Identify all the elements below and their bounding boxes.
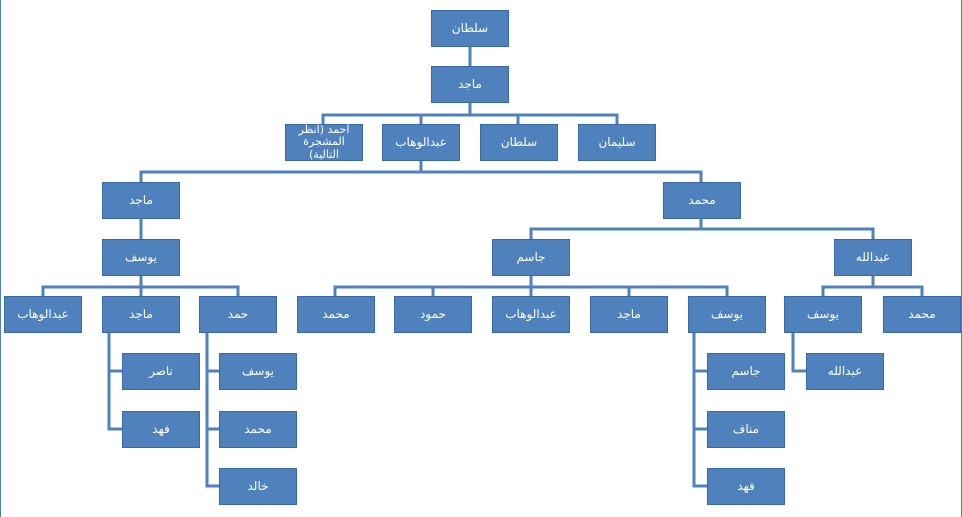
node-left-fahad: فهد <box>122 411 200 448</box>
node-level1: ماجد <box>431 66 509 103</box>
node-yusuf-manaf: مناف <box>707 411 785 448</box>
node-jasim-majid: ماجد <box>590 296 668 333</box>
node-abdullah-muhammad: محمد <box>883 296 961 333</box>
node-level2-sultan: سلطان <box>480 124 558 161</box>
node-jasim-hamud: حمود <box>394 296 472 333</box>
node-left-majid: ماجد <box>102 182 180 219</box>
node-level2-ahmad: أحمد (انظر المشجرة التالية) <box>285 124 363 161</box>
node-jasim-muhammad: محمد <box>297 296 375 333</box>
node-left-nasser: ناصر <box>122 353 200 390</box>
node-jasim-abdulwahhab: عبدالوهاب <box>492 296 570 333</box>
node-right-abdullah: عبدالله <box>834 239 912 276</box>
node-right-jasim: جاسم <box>492 239 570 276</box>
node-abdullah-yusuf-abdullah: عبدالله <box>806 353 884 390</box>
node-left-khalid: خالد <box>219 468 297 505</box>
node-left-hamad: حمد <box>199 296 277 333</box>
node-level2-abdulwahhab: عبدالوهاب <box>382 124 460 161</box>
node-yusuf-jasim: جاسم <box>707 353 785 390</box>
node-abdullah-yusuf: يوسف <box>784 296 862 333</box>
node-left-yusuf2: يوسف <box>219 353 297 390</box>
node-left-abdulwahhab: عبدالوهاب <box>4 296 82 333</box>
node-yusuf-fahad: فهد <box>707 468 785 505</box>
node-root: سلطان <box>431 10 509 47</box>
node-right-muhammad: محمد <box>663 182 741 219</box>
node-left-majid2: ماجد <box>102 296 180 333</box>
node-left-yusuf: يوسف <box>102 239 180 276</box>
node-left-muhammad: محمد <box>219 411 297 448</box>
node-jasim-yusuf: يوسف <box>688 296 766 333</box>
node-level2-sulaiman: سليمان <box>578 124 656 161</box>
